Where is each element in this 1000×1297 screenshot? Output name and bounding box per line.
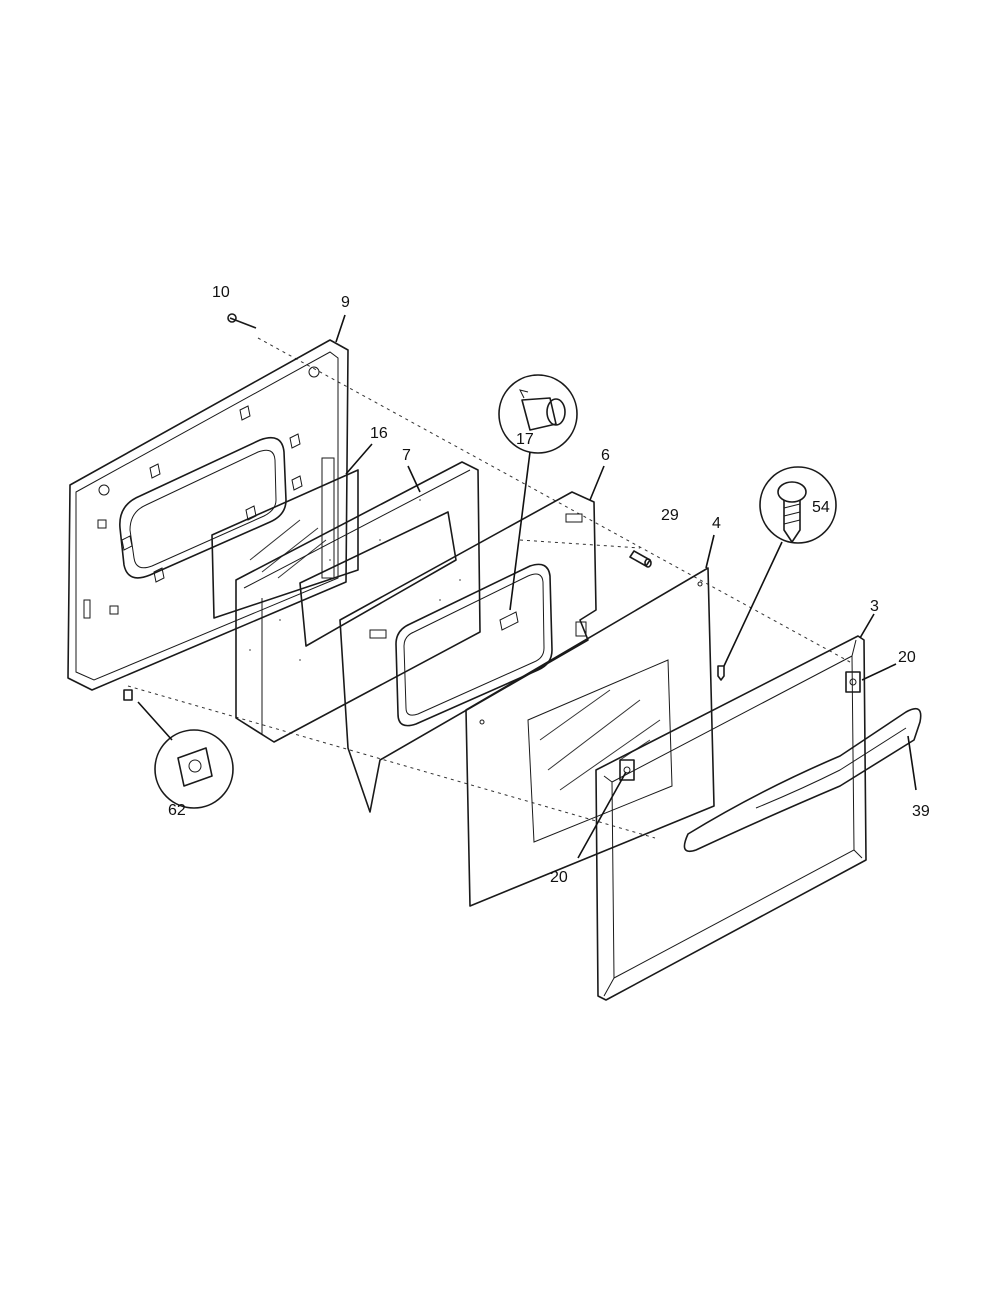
callout-10: 10 [212,284,230,301]
part-16-inner-glass [211,457,359,619]
callout-29: 29 [661,507,679,524]
part-29-spacer [629,550,652,568]
part-54-screw-detail [717,466,837,681]
callout-6: 6 [601,447,610,464]
callout-54: 54 [812,499,830,516]
part-4-outer-glass [465,567,715,907]
part-39-handle [683,707,922,853]
part-20-bracket-top [845,671,861,693]
callout-20-top: 20 [898,649,916,666]
part-10-screw [227,313,257,329]
callout-39: 39 [912,803,930,820]
part-3-door-frame [595,635,867,1001]
part-62-clip-detail [123,689,234,809]
part-17-detail-circle [498,374,578,611]
part-7-insulation [235,461,481,743]
callout-17: 17 [516,431,534,448]
callout-62: 62 [168,802,186,819]
label-leaders [335,314,897,681]
callout-3: 3 [870,598,879,615]
part-20-bracket-bottom [577,759,635,859]
part-9-inner-panel [67,339,349,691]
callout-16: 16 [370,425,388,442]
callout-9: 9 [341,294,350,311]
callout-20-bottom: 20 [550,869,568,886]
callout-4: 4 [712,515,721,532]
part-6-inner-door [339,491,597,813]
callout-7: 7 [402,447,411,464]
